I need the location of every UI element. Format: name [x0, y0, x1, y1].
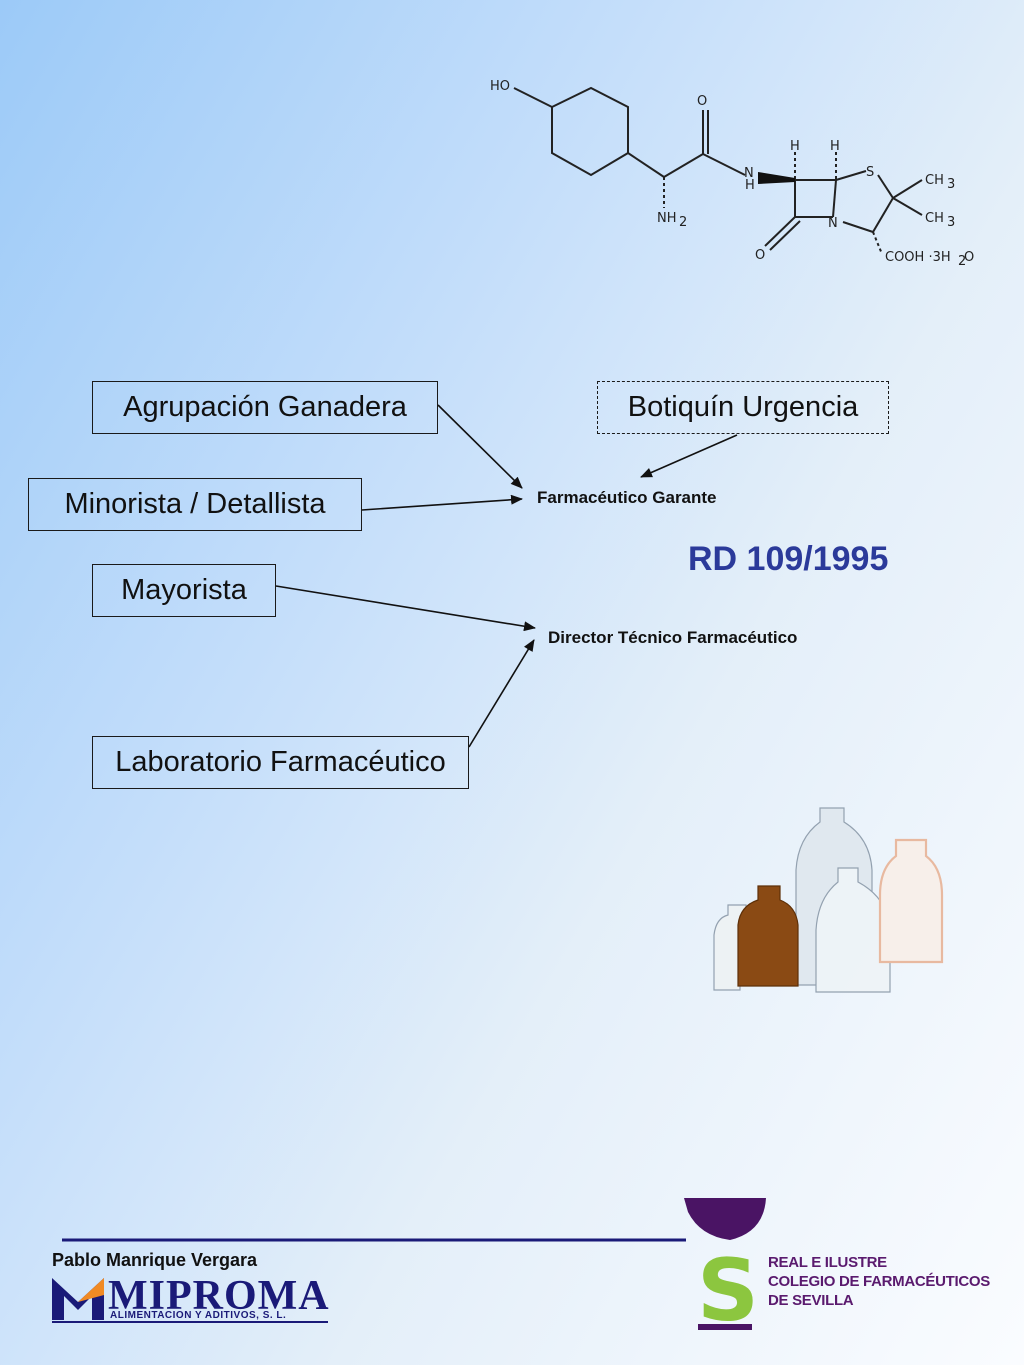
arrow-laboratorio: [468, 639, 535, 748]
peach-bottle: [878, 838, 944, 964]
mol-n: N: [744, 166, 754, 181]
author-name: Pablo Manrique Vergara: [52, 1250, 258, 1270]
mol-h1: H: [790, 139, 800, 154]
mol-nh2: NH: [657, 211, 677, 226]
miproma-logo: MIPROMA: [108, 1273, 330, 1319]
mol-h2o-o: O: [964, 250, 974, 265]
box-agrupacion-ganadera: Agrupación Ganadera: [92, 381, 438, 434]
arrow-agrupacion: [437, 404, 523, 489]
mol-ch3-top-sub: 3: [947, 177, 955, 192]
mol-ho: HO: [490, 79, 510, 94]
box-laboratorio-farmaceutico: Laboratorio Farmacéutico: [92, 736, 469, 789]
mol-cooh: COOH ·3H: [885, 250, 951, 265]
mol-ch3-top: CH: [925, 173, 944, 188]
box-mayorista: Mayorista: [92, 564, 276, 617]
amber-bottle: [737, 885, 799, 987]
mol-s: S: [866, 165, 874, 180]
mol-o-bottom: O: [755, 248, 765, 263]
box-botiquin-urgencia: Botiquín Urgencia: [597, 381, 889, 434]
arrow-botiquin: [640, 434, 738, 478]
mol-ch3-bottom: CH: [925, 211, 944, 226]
colegio-line-2: COLEGIO DE FARMACÉUTICOS: [768, 1273, 990, 1290]
colegio-line-1: REAL E ILUSTRE: [768, 1254, 887, 1271]
mol-n-ring: N: [828, 216, 838, 231]
label-director-tecnico: Director Técnico Farmacéutico: [548, 628, 798, 647]
chemical-structure: HO O N H H H S CH 3 CH 3 NH 2 N O COOH ·…: [490, 79, 974, 269]
mol-o-top: O: [697, 94, 707, 109]
svg-text:S: S: [697, 1241, 759, 1341]
arrow-minorista: [361, 494, 523, 511]
mol-h2o-sub: 2: [958, 254, 966, 269]
box-minorista-detallista: Minorista / Detallista: [28, 478, 362, 531]
miproma-subtitle: ALIMENTACION Y ADITIVOS, S. L.: [110, 1310, 287, 1321]
mol-nh2-sub: 2: [679, 215, 687, 230]
mol-h-n: H: [745, 178, 755, 193]
mol-h2: H: [830, 139, 840, 154]
regulation-label: RD 109/1995: [688, 540, 889, 578]
arrow-mayorista: [275, 585, 536, 632]
colegio-line-3: DE SEVILLA: [768, 1292, 854, 1309]
label-farmaceutico-garante: Farmacéutico Garante: [537, 488, 717, 507]
mol-ch3-bottom-sub: 3: [947, 215, 955, 230]
